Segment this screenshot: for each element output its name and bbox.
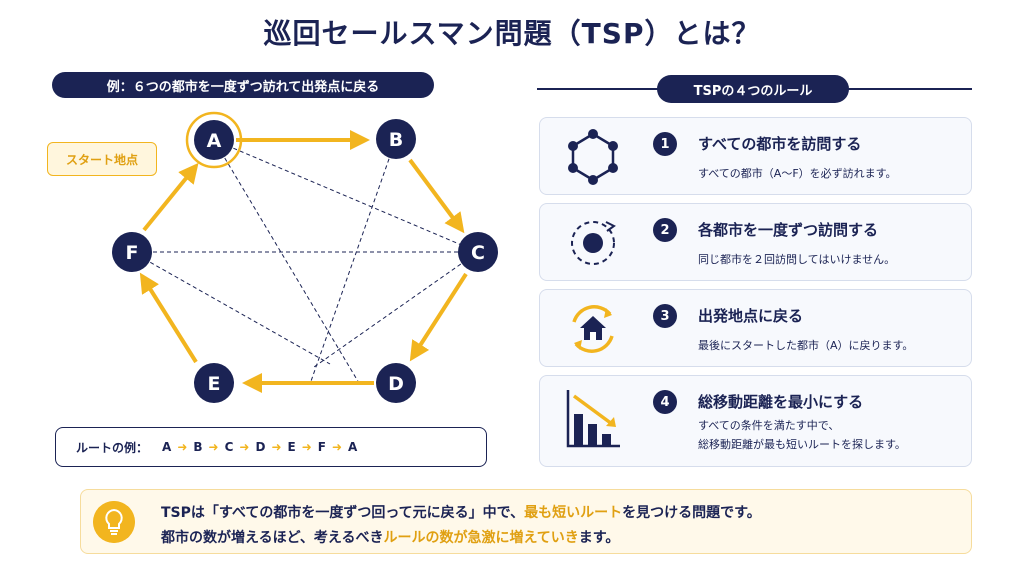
rule-description: 同じ都市を２回訪問してはいけません。 bbox=[698, 253, 896, 266]
rule-description-line: 総移動距離が最も短いルートを探します。 bbox=[698, 438, 906, 451]
rule-description: すべての条件を満たす中で、 総移動距離が最も短いルートを探します。 bbox=[698, 416, 906, 454]
tour-edge-c-d bbox=[409, 272, 468, 362]
rule-description: 最後にスタートした都市（A）に戻ります。 bbox=[698, 339, 914, 352]
rule-number: 2 bbox=[653, 218, 677, 242]
rule-card-2: 2 各都市を一度ずつ訪問する 同じ都市を２回訪問してはいけません。 bbox=[539, 203, 972, 281]
city-node-f bbox=[112, 232, 152, 272]
route-arrow-icon: ➜ bbox=[239, 440, 250, 454]
rule-description: すべての都市（A〜F）を必ず訪れます。 bbox=[698, 167, 897, 180]
city-node-e bbox=[194, 363, 234, 403]
tour-edges bbox=[139, 130, 468, 393]
route-arrow-icon: ➜ bbox=[301, 440, 312, 454]
home-return-icon bbox=[572, 305, 614, 353]
city-label-a: A bbox=[207, 130, 222, 152]
edge-b-e bbox=[309, 138, 397, 385]
route-arrow-icon: ➜ bbox=[331, 440, 343, 454]
start-tag: スタート地点 bbox=[47, 142, 157, 176]
rule-number: 4 bbox=[653, 390, 677, 414]
rule-card-4: 4 総移動距離を最小にする すべての条件を満たす中で、 総移動距離が最も短いルー… bbox=[539, 375, 972, 467]
rule-description-line: すべての条件を満たす中で、 bbox=[698, 419, 840, 432]
city-label-c: C bbox=[471, 242, 485, 264]
city-label-b: B bbox=[389, 129, 403, 151]
route-example: ルートの例： A ➜ B ➜ C ➜ D ➜ E ➜ F ➜ A bbox=[55, 427, 487, 467]
city-node-c bbox=[458, 232, 498, 272]
page-title: 巡回セールスマン問題（TSP）とは？ bbox=[263, 17, 761, 50]
lightbulb-icon bbox=[93, 501, 135, 543]
route-node: E bbox=[287, 440, 296, 454]
route-node: B bbox=[193, 440, 203, 454]
route-arrow-icon: ➜ bbox=[208, 440, 219, 454]
city-nodes: A B C D E F bbox=[112, 119, 498, 403]
rule-number: 1 bbox=[653, 132, 677, 156]
edge-f-d bbox=[131, 251, 331, 365]
tour-edge-e-f bbox=[139, 272, 198, 364]
city-label-f: F bbox=[126, 242, 139, 264]
summary-line-1: TSPは「すべての都市を一度ずつ回って元に戻る」中で、最も短いルートを見つける問… bbox=[161, 502, 761, 522]
route-node: A bbox=[162, 440, 172, 454]
route-node: C bbox=[224, 440, 234, 454]
tour-edge-f-a bbox=[142, 162, 199, 232]
dot-cycle-icon bbox=[571, 221, 616, 265]
summary-text: を見つける問題です。 bbox=[622, 505, 761, 521]
edge-c-e bbox=[313, 251, 479, 368]
city-label-d: D bbox=[388, 373, 404, 395]
edge-a-d bbox=[213, 139, 360, 384]
rule-title: 出発地点に戻る bbox=[698, 307, 804, 325]
rules-header: TSPの４つのルール bbox=[657, 75, 849, 103]
alternate-routes bbox=[131, 138, 479, 385]
city-label-e: E bbox=[208, 373, 221, 395]
decreasing-bars-icon bbox=[566, 390, 620, 448]
city-node-a bbox=[194, 120, 234, 160]
summary-highlight: ルールの数が急激に増えていき bbox=[383, 530, 579, 546]
edge-a-c bbox=[213, 139, 479, 253]
city-node-b bbox=[376, 119, 416, 159]
rule-title: 各都市を一度ずつ訪問する bbox=[698, 221, 879, 239]
rule-title: すべての都市を訪問する bbox=[698, 135, 862, 153]
route-node: D bbox=[255, 440, 266, 454]
summary-highlight: 最も短いルート bbox=[524, 505, 623, 521]
tour-edge-b-c bbox=[408, 158, 465, 234]
summary-line-2: 都市の数が増えるほど、考えるべきルールの数が急激に増えていきます。 bbox=[161, 527, 619, 547]
summary-text: TSPは「すべての都市を一度ずつ回って元に戻る」中で、 bbox=[161, 505, 525, 521]
summary-box: TSPは「すべての都市を一度ずつ回って元に戻る」中で、最も短いルートを見つける問… bbox=[80, 489, 972, 554]
start-ring bbox=[185, 111, 243, 169]
rule-card-1: 1 すべての都市を訪問する すべての都市（A〜F）を必ず訪れます。 bbox=[539, 117, 972, 195]
hexagon-network-icon bbox=[568, 129, 618, 185]
rule-number: 3 bbox=[653, 304, 677, 328]
route-arrow-icon: ➜ bbox=[271, 440, 282, 454]
rule-title: 総移動距離を最小にする bbox=[698, 393, 864, 411]
route-label: ルートの例： bbox=[76, 440, 149, 455]
route-node: F bbox=[317, 440, 326, 454]
summary-text: ます。 bbox=[578, 530, 620, 546]
summary-text: 都市の数が増えるほど、考えるべき bbox=[161, 530, 384, 546]
rule-card-3: 3 出発地点に戻る 最後にスタートした都市（A）に戻ります。 bbox=[539, 289, 972, 367]
example-header: 例：６つの都市を一度ずつ訪れて出発点に戻る bbox=[52, 72, 434, 98]
route-arrow-icon: ➜ bbox=[177, 440, 188, 454]
route-node: A bbox=[348, 440, 358, 454]
route-sequence: A ➜ B ➜ C ➜ D ➜ E ➜ F ➜ A bbox=[158, 440, 361, 454]
city-node-d bbox=[376, 363, 416, 403]
